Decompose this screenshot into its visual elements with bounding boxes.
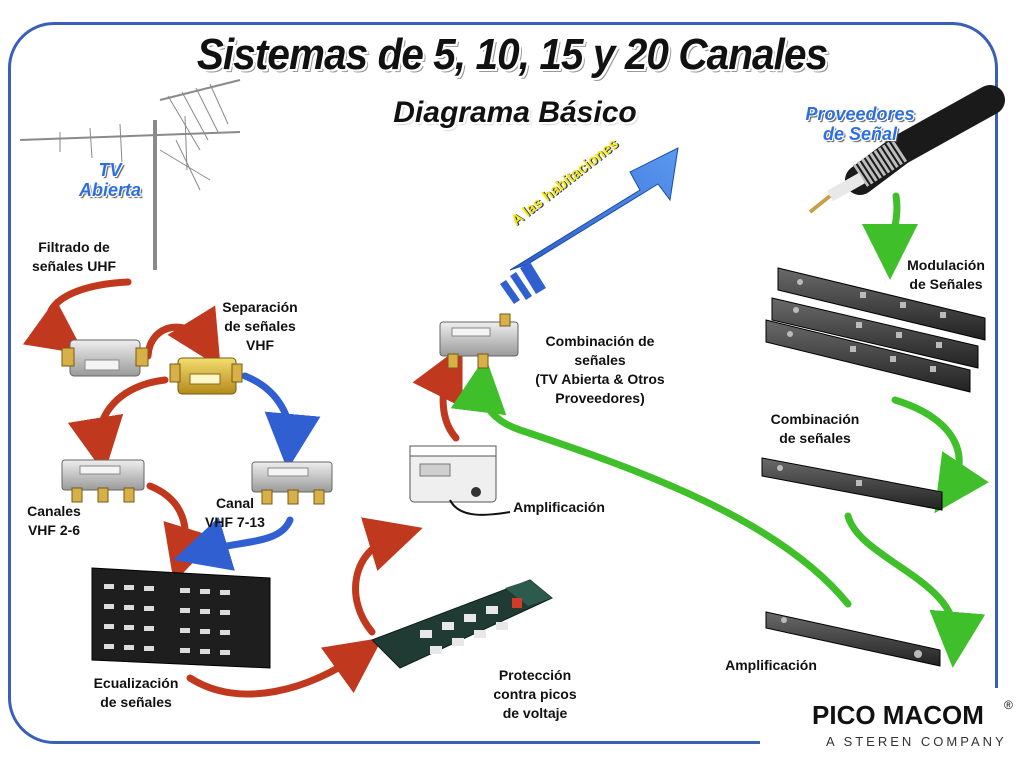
logo-name: PICO MACOM [812,700,984,730]
vhf-separator-device [169,357,243,395]
arrow-modulator-to-combiner [891,396,989,514]
equalizer-panel-device [91,567,271,669]
arrow-separator-to-vhf713 [241,372,321,470]
uhf-filter-device [61,339,149,377]
arrow-filter-to-separator [144,305,221,368]
coax-cable-illustration [808,85,1005,214]
slide-subtitle: Diagrama Básico [393,96,637,129]
logo-background [760,688,1024,768]
arrow-protection-to-amp [352,517,423,636]
amplificacion-center-label: Amplificación [513,499,605,515]
arrow-separator-to-vhf26 [67,376,169,474]
surge-protector-device [371,579,553,669]
arrow-antenna-to-filter [22,278,132,355]
modulator-stack-device [765,267,986,393]
main-combiner-device [439,313,519,369]
vhf713-splitter-device [251,461,333,505]
arrow-amplifier-to-main-combiner [450,356,852,608]
tv-antenna-illustration [19,79,241,270]
right-amplifier-device [765,611,941,667]
rooms-arrow [500,147,679,304]
center-amplifier-device [409,445,511,516]
arrow-cable-to-modulator [862,192,919,280]
vhf26-splitter-device [61,459,145,503]
slide-frame [8,22,998,744]
logo-tagline: A STEREN COMPANY [826,734,1007,749]
right-combiner-device [761,457,943,511]
amplificacion-right-label: Amplificación [725,657,817,673]
arrow-amp-to-combiner [412,344,463,442]
arrow-combiner-to-amplifier [844,512,986,668]
slide-title: Sistemas de 5, 10, 15 y 20 Canales [196,30,828,79]
logo-registered: ® [1004,698,1013,712]
arrow-vhf713-to-eq [173,516,294,571]
arrow-eq-to-protection [186,637,383,698]
